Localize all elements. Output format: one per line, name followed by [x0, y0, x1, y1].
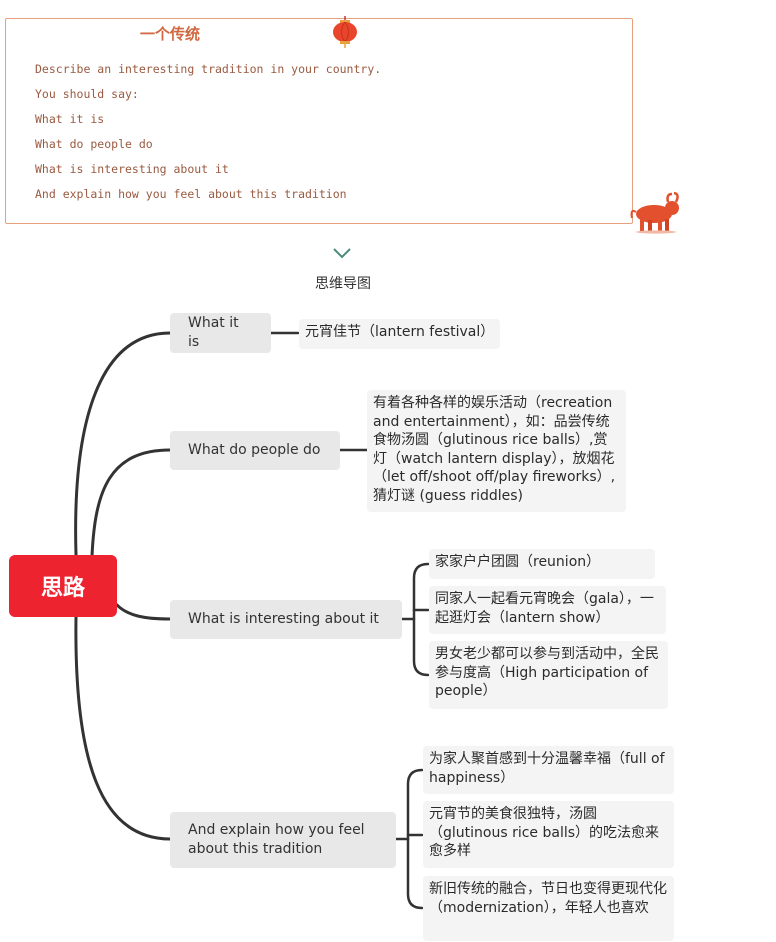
leaf-modernization: 新旧传统的融合，节日也变得更现代化（modernization），年轻人也喜欢	[423, 876, 674, 941]
prompt-card	[5, 18, 633, 224]
leaf-activities: 有着各种各样的娱乐活动（recreation and entertainment…	[367, 390, 626, 512]
leaf-happiness: 为家人聚首感到十分温馨幸福（full of happiness）	[423, 746, 674, 794]
lantern-icon	[333, 16, 357, 48]
prompt-line: What do people do	[35, 137, 153, 151]
branch-how-you-feel: And explain how you feel about this trad…	[170, 812, 396, 868]
chevron-down-icon	[333, 248, 351, 259]
prompt-line: What is interesting about it	[35, 162, 229, 176]
leaf-participation: 男女老少都可以参与到活动中，全民参与度高（High participation …	[429, 641, 668, 709]
leaf-reunion: 家家户户团圆（reunion）	[429, 549, 655, 579]
card-title: 一个传统	[140, 25, 201, 43]
mindmap-root: 思路	[9, 555, 117, 617]
mindmap-label: 思维导图	[315, 276, 371, 292]
leaf-food: 元宵节的美食很独特，汤圆（glutinous rice balls）的吃法愈来愈…	[423, 801, 674, 868]
prompt-line: What it is	[35, 112, 105, 126]
ox-icon	[630, 191, 679, 234]
leaf-gala: 同家人一起看元宵晚会（gala），一起逛灯会（lantern show）	[429, 586, 666, 634]
leaf-lantern-festival: 元宵佳节（lantern festival）	[299, 319, 500, 349]
branch-what-do-people-do: What do people do	[170, 431, 340, 470]
prompt-line: And explain how you feel about this trad…	[35, 187, 347, 201]
prompt-line: Describe an interesting tradition in you…	[35, 62, 382, 76]
branch-what-is-interesting: What is interesting about it	[170, 600, 402, 639]
branch-what-it-is: What it is	[170, 313, 271, 353]
prompt-line: You should say:	[35, 87, 139, 101]
